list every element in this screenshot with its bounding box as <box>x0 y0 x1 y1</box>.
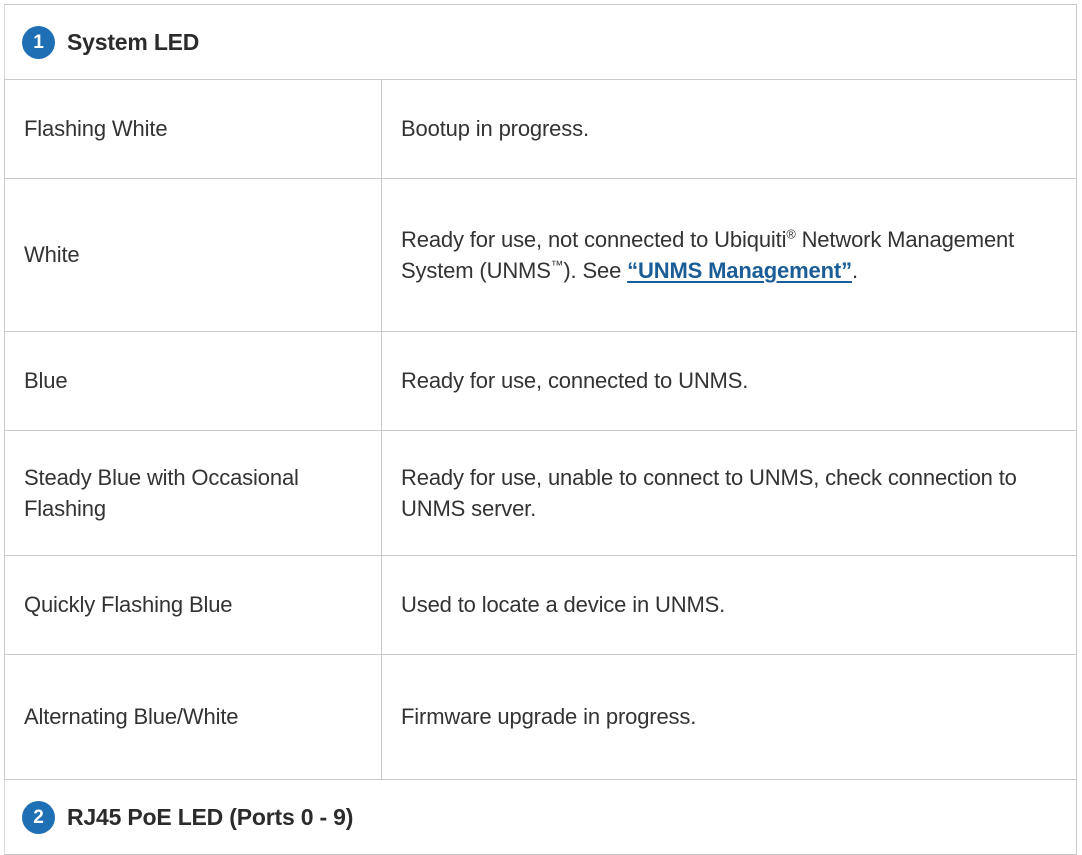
led-description: Ready for use, unable to connect to UNMS… <box>381 430 1077 556</box>
led-description: Ready for use, connected to UNMS. <box>381 331 1077 431</box>
section-title: RJ45 PoE LED (Ports 0 - 9) <box>67 803 354 830</box>
desc-text-part-2: Network Management System (UNMS <box>401 226 1015 283</box>
desc-text-part-3: ). See <box>563 258 628 283</box>
section-header-cell: 2 RJ45 PoE LED (Ports 0 - 9) <box>4 779 1077 855</box>
desc-text-part-1: Ready for use, not connected to Ubiquiti <box>401 226 787 252</box>
led-state-label: Alternating Blue/White <box>4 654 382 780</box>
led-state-label: Flashing White <box>4 79 382 179</box>
led-state-label: Quickly Flashing Blue <box>4 555 382 655</box>
badge-number-icon: 1 <box>22 25 55 59</box>
table-row: Alternating Blue/White Firmware upgrade … <box>4 654 1077 780</box>
led-state-label: Blue <box>4 331 382 431</box>
section-head-inner: 1 System LED <box>5 5 1076 79</box>
section-title: System LED <box>67 28 200 55</box>
table-row: Flashing White Bootup in progress. <box>4 79 1077 179</box>
trademark-mark-icon: ™ <box>550 257 564 273</box>
section-header-rj45-poe-led: 2 RJ45 PoE LED (Ports 0 - 9) <box>4 779 1077 855</box>
desc-text-part-4: . <box>851 258 858 283</box>
section-header-cell: 1 System LED <box>4 4 1077 80</box>
section-head-inner: 2 RJ45 PoE LED (Ports 0 - 9) <box>5 780 1076 854</box>
led-state-label: Steady Blue with Occasional Flashing <box>4 430 382 556</box>
badge-number-icon: 2 <box>22 800 55 834</box>
table-row: White Ready for use, not connected to Ub… <box>4 178 1077 332</box>
led-state-label: White <box>4 178 382 332</box>
led-description: Used to locate a device in UNMS. <box>381 555 1077 655</box>
registered-mark-icon: ® <box>786 226 796 242</box>
table-row: Blue Ready for use, connected to UNMS. <box>4 331 1077 431</box>
led-description: Firmware upgrade in progress. <box>381 654 1077 780</box>
section-header-system-led: 1 System LED <box>4 4 1077 80</box>
led-reference-page: 1 System LED Flashing White Bootup in pr… <box>4 4 1077 855</box>
led-description: Ready for use, not connected to Ubiquiti… <box>381 178 1077 332</box>
table-row: Steady Blue with Occasional Flashing Rea… <box>4 430 1077 556</box>
unms-management-link[interactable]: “UNMS Management” <box>627 258 852 283</box>
led-description: Bootup in progress. <box>381 79 1077 179</box>
system-led-table: 1 System LED Flashing White Bootup in pr… <box>4 4 1077 855</box>
table-row: Quickly Flashing Blue Used to locate a d… <box>4 555 1077 655</box>
